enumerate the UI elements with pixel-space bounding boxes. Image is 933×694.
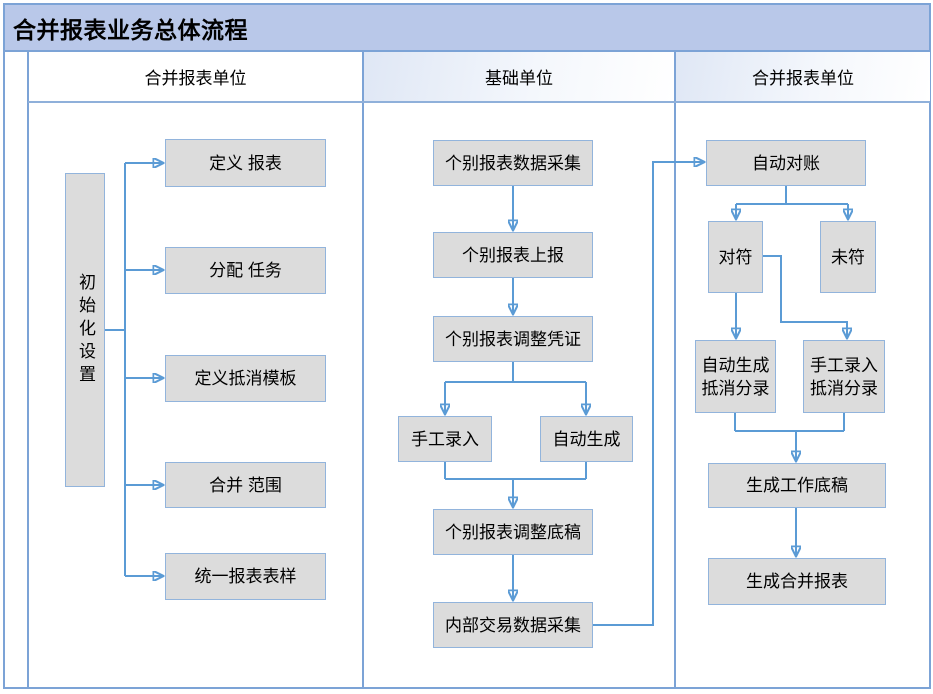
node-unified-report-format: 统一报表表样 (165, 553, 326, 600)
lane-header-consolidation-right: 合并报表单位 (676, 52, 930, 101)
node-matched: 对符 (708, 221, 763, 293)
node-init-settings: 初始化设置 (65, 173, 105, 487)
lane-divider-2-3 (674, 52, 676, 687)
lane-divider-1-2 (362, 52, 364, 687)
node-unmatched: 未符 (820, 221, 876, 293)
node-individual-adjust-voucher: 个别报表调整凭证 (433, 316, 593, 362)
node-gen-working-paper: 生成工作底稿 (708, 463, 886, 508)
gutter-divider (27, 52, 29, 687)
lane-header-basic-unit: 基础单位 (364, 52, 674, 101)
node-define-elim-template: 定义抵消模板 (165, 355, 326, 402)
node-auto-elim-entry: 自动生成抵消分录 (695, 340, 776, 413)
header-bottom-border (28, 101, 930, 103)
page-title: 合并报表业务总体流程 (3, 3, 931, 52)
node-internal-trade-collect: 内部交易数据采集 (433, 602, 593, 648)
node-define-report: 定义 报表 (165, 139, 326, 187)
node-gen-consolidated-report: 生成合并报表 (708, 558, 886, 605)
node-individual-adjust-draft: 个别报表调整底稿 (433, 509, 593, 555)
node-manual-elim-entry: 手工录入抵消分录 (803, 340, 885, 413)
node-consolidation-scope: 合并 范围 (165, 462, 326, 508)
node-auto-generate: 自动生成 (540, 416, 633, 462)
node-individual-data-collect: 个别报表数据采集 (433, 140, 593, 186)
lane-header-consolidation-left: 合并报表单位 (29, 52, 362, 101)
node-manual-entry: 手工录入 (398, 416, 492, 462)
node-assign-task: 分配 任务 (165, 247, 326, 294)
node-auto-reconcile: 自动对账 (706, 140, 866, 186)
node-individual-report-submit: 个别报表上报 (433, 232, 593, 278)
